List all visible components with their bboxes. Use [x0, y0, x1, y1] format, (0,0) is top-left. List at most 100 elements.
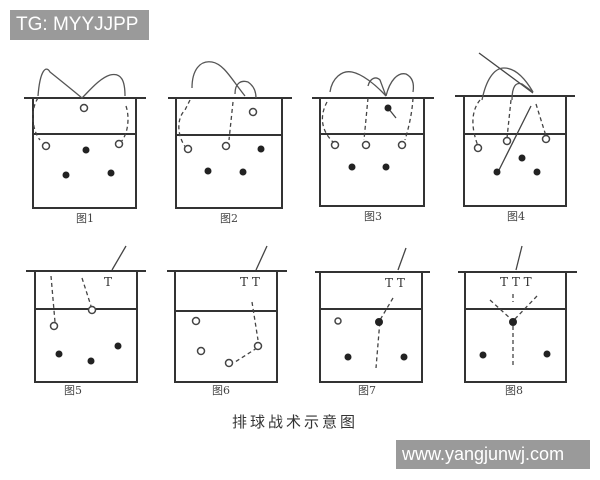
- player-route: [535, 103, 547, 137]
- open-player: [221, 141, 231, 151]
- player-route: [178, 99, 191, 151]
- ball-trajectory: [481, 67, 534, 101]
- filled-player: [257, 145, 265, 153]
- filled-player: [533, 168, 541, 176]
- filled-player: [87, 357, 95, 365]
- open-player: [87, 305, 97, 315]
- filled-player: [509, 318, 517, 326]
- watermark-bottom: www.yangjunwj.com: [396, 440, 590, 469]
- ball-trajectory: [191, 61, 246, 97]
- figure-3: 图3: [312, 71, 434, 223]
- blocker-marks: T: [104, 275, 112, 289]
- open-player: [361, 140, 371, 150]
- open-player: [196, 346, 206, 356]
- player-route: [472, 99, 481, 147]
- filled-player: [479, 351, 487, 359]
- filled-player: [239, 168, 247, 176]
- player-route: [228, 101, 234, 141]
- ball-trajectory: [234, 80, 257, 99]
- open-player: [41, 141, 51, 151]
- attack-arrow: [478, 52, 534, 94]
- figure-label: 图1: [76, 212, 94, 225]
- open-player: [330, 140, 340, 150]
- player-route: [32, 97, 41, 141]
- filled-player: [543, 350, 551, 358]
- open-player: [334, 317, 342, 325]
- attack-arrow: [515, 245, 523, 271]
- figure-4: 图4: [455, 52, 575, 223]
- open-player: [49, 321, 59, 331]
- court: [463, 95, 567, 207]
- open-player: [473, 143, 483, 153]
- court: [319, 271, 423, 383]
- open-player: [79, 103, 89, 113]
- filled-player: [204, 167, 212, 175]
- figure-label: 图7: [358, 384, 376, 397]
- open-player: [502, 136, 512, 146]
- ball-trajectory: [367, 77, 387, 97]
- attack-arrow: [397, 247, 407, 271]
- blocker-marks: T T T: [500, 275, 532, 289]
- court: [464, 271, 567, 383]
- figure-2: 图2: [168, 61, 292, 225]
- player-route: [251, 301, 259, 341]
- court: [34, 270, 138, 383]
- diagram-caption: 排球战术示意图: [232, 413, 358, 431]
- court: [175, 97, 283, 209]
- filled-player: [107, 169, 115, 177]
- attack-arrow: [255, 245, 268, 271]
- figure-label: 图3: [364, 210, 382, 223]
- player-route: [489, 299, 513, 321]
- filled-player: [518, 154, 526, 162]
- open-player: [397, 140, 407, 150]
- player-route: [119, 105, 129, 144]
- player-route: [234, 347, 258, 363]
- filled-player: [344, 353, 352, 361]
- filled-player: [82, 146, 90, 154]
- player-route: [404, 97, 414, 141]
- blocker-marks: T T: [240, 275, 260, 289]
- watermark-top: TG: MYYJJPP: [10, 10, 149, 40]
- ball-trajectory: [329, 71, 387, 97]
- filled-player: [62, 171, 70, 179]
- player-route: [81, 277, 92, 307]
- figure-5: T 图5: [26, 245, 146, 397]
- open-player: [183, 144, 193, 154]
- ball-trajectory: [385, 73, 415, 97]
- filled-player: [55, 350, 63, 358]
- open-player: [191, 316, 201, 326]
- filled-player: [400, 353, 408, 361]
- filled-player: [382, 163, 390, 171]
- filled-player: [493, 168, 501, 176]
- attack-arrow: [111, 245, 127, 271]
- court: [174, 270, 278, 383]
- player-route: [497, 105, 532, 173]
- filled-player: [114, 342, 122, 350]
- filled-player: [375, 318, 383, 326]
- filled-player: [384, 104, 392, 112]
- figure-label: 图6: [212, 384, 230, 397]
- open-player: [114, 139, 124, 149]
- ball-trajectory: [511, 82, 534, 101]
- court: [32, 97, 137, 209]
- figure-6: T T 图6: [167, 245, 287, 397]
- figure-1: 图1: [24, 68, 146, 225]
- open-player: [541, 134, 551, 144]
- figure-7: T T 图7: [315, 247, 430, 397]
- filled-player: [348, 163, 356, 171]
- open-player: [248, 107, 258, 117]
- ball-trajectory: [37, 68, 126, 99]
- figure-label: 图2: [220, 212, 238, 225]
- player-route: [513, 295, 538, 321]
- figure-label: 图8: [505, 384, 523, 397]
- blocker-marks: T T: [385, 276, 405, 290]
- figure-label: 图5: [64, 384, 82, 397]
- player-route: [363, 97, 369, 141]
- player-route: [50, 275, 56, 323]
- figure-label: 图4: [507, 210, 525, 223]
- court: [319, 97, 425, 207]
- open-player: [224, 358, 234, 368]
- player-route: [375, 297, 394, 369]
- player-route: [321, 101, 335, 144]
